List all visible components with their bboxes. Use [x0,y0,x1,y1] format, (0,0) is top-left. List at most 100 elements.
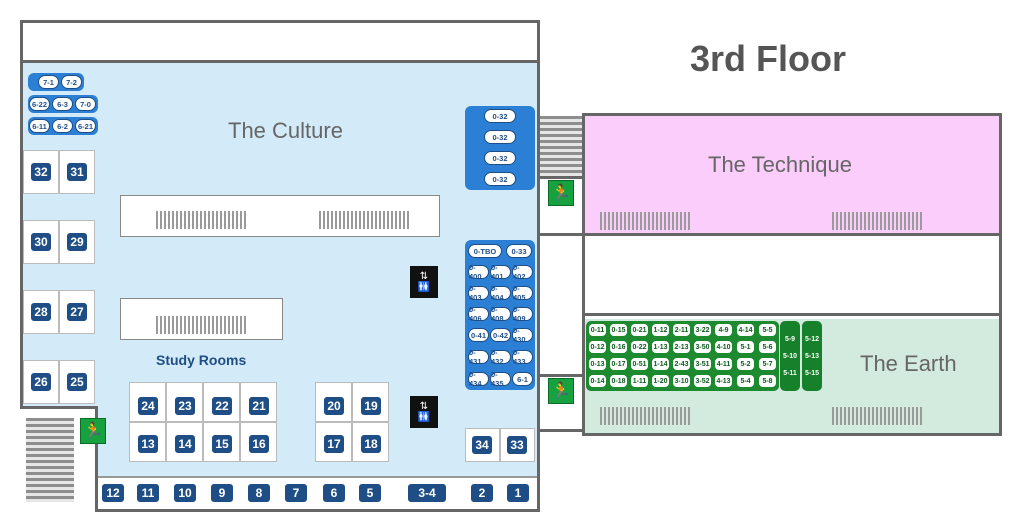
shelf-tag[interactable]: 6-3 [52,97,73,111]
earth-shelf-tag[interactable]: 5-5 [758,323,777,337]
earth-shelf-tag[interactable]: 5-1 [736,340,755,354]
earth-shelf-tag[interactable]: 0-11 [588,323,607,337]
earth-shelf-tag[interactable]: 3-52 [693,374,712,388]
study-room-tag[interactable]: 22 [211,396,233,416]
study-room-tag[interactable]: 34 [471,435,493,455]
earth-shelf-tag[interactable]: 1-14 [651,357,670,371]
shelf-tag[interactable]: 6-1 [512,372,533,386]
bottom-room-tag[interactable]: 9 [210,483,234,503]
earth-shelf-tag[interactable]: 0-21 [630,323,649,337]
earth-shelf-tag[interactable]: 4-14 [736,323,755,337]
earth-shelf-tag[interactable]: 5-6 [758,340,777,354]
earth-shelf-tag[interactable]: 2-13 [672,340,691,354]
room-tag[interactable]: 32 [30,162,52,182]
bottom-room-tag[interactable]: 3-4 [407,483,447,503]
earth-shelf-tag[interactable]: 3-51 [693,357,712,371]
earth-shelf-tag[interactable]: 5-4 [736,374,755,388]
earth-shelf-tag[interactable]: 4-9 [714,323,733,337]
study-room-tag[interactable]: 17 [323,434,345,454]
bottom-room-tag[interactable]: 1 [506,483,530,503]
shelf-tag[interactable]: 0-405 [512,284,533,302]
shelf-tag[interactable]: 0-403 [468,284,489,302]
bottom-room-tag[interactable]: 5 [358,483,382,503]
shelf-tag[interactable]: 6-22 [29,97,50,111]
shelf-tag[interactable]: 0-432 [490,348,511,366]
earth-shelf-tag[interactable]: 5-15 [803,366,821,380]
shelf-tag[interactable]: 7-0 [75,97,96,111]
earth-shelf-tag[interactable]: 3-50 [693,340,712,354]
earth-shelf-tag[interactable]: 4-13 [714,374,733,388]
earth-shelf-tag[interactable]: 1-20 [651,374,670,388]
shelf-tag[interactable]: 0-42 [490,328,511,342]
bottom-room-tag[interactable]: 8 [247,483,271,503]
earth-shelf-tag[interactable]: 1-11 [630,374,649,388]
shelf-tag[interactable]: 0-406 [468,305,489,323]
earth-shelf-tag[interactable]: 5-2 [736,357,755,371]
shelf-tag[interactable]: 0-409 [512,305,533,323]
shelf-tag[interactable]: 6-21 [75,119,96,133]
study-room-tag[interactable]: 23 [174,396,196,416]
bottom-room-tag[interactable]: 11 [136,483,160,503]
earth-shelf-tag[interactable]: 5-8 [758,374,777,388]
bottom-room-tag[interactable]: 2 [470,483,494,503]
shelf-tag[interactable]: 0-401 [490,263,511,281]
shelf-tag[interactable]: 0-32 [484,172,516,186]
shelf-tag[interactable]: 6-11 [29,119,50,133]
earth-shelf-tag[interactable]: 3-22 [693,323,712,337]
shelf-tag[interactable]: 0-433 [512,348,533,366]
earth-shelf-tag[interactable]: 2-11 [672,323,691,337]
study-room-tag[interactable]: 33 [506,435,528,455]
earth-shelf-tag[interactable]: 5-12 [803,332,821,346]
shelf-tag[interactable]: 0-41 [468,328,489,342]
earth-shelf-tag[interactable]: 0-22 [630,340,649,354]
study-room-tag[interactable]: 19 [360,396,382,416]
earth-shelf-tag[interactable]: 0-18 [609,374,628,388]
shelf-tag[interactable]: 6-2 [52,119,73,133]
earth-shelf-tag[interactable]: 5-10 [781,349,799,363]
bottom-room-tag[interactable]: 10 [173,483,197,503]
shelf-tag[interactable]: 0-404 [490,284,511,302]
earth-shelf-tag[interactable]: 0-16 [609,340,628,354]
earth-shelf-tag[interactable]: 5-13 [803,349,821,363]
earth-shelf-tag[interactable]: 5-7 [758,357,777,371]
earth-shelf-tag[interactable]: 0-13 [588,357,607,371]
room-tag[interactable]: 29 [66,232,88,252]
shelf-tag[interactable]: 0-400 [468,263,489,281]
bottom-room-tag[interactable]: 6 [322,483,346,503]
shelf-tag[interactable]: 0-32 [484,151,516,165]
shelf-tag[interactable]: 0-TBO [468,244,502,258]
bottom-room-tag[interactable]: 7 [284,483,308,503]
earth-shelf-tag[interactable]: 0-15 [609,323,628,337]
bottom-room-tag[interactable]: 12 [101,483,125,503]
culture-area[interactable] [23,62,537,476]
study-room-tag[interactable]: 13 [137,434,159,454]
room-tag[interactable]: 26 [30,372,52,392]
earth-shelf-tag[interactable]: 5-9 [781,332,799,346]
earth-shelf-tag[interactable]: 0-17 [609,357,628,371]
shelf-tag[interactable]: 0-402 [512,263,533,281]
shelf-tag[interactable]: 0-32 [484,130,516,144]
shelf-tag[interactable]: 0-33 [506,244,532,258]
room-tag[interactable]: 31 [66,162,88,182]
earth-shelf-tag[interactable]: 4-11 [714,357,733,371]
study-room-tag[interactable]: 20 [323,396,345,416]
shelf-tag[interactable]: 0-435 [490,370,511,388]
earth-shelf-tag[interactable]: 1-12 [651,323,670,337]
study-room-tag[interactable]: 18 [360,434,382,454]
earth-shelf-tag[interactable]: 0-12 [588,340,607,354]
earth-shelf-tag[interactable]: 4-10 [714,340,733,354]
shelf-tag[interactable]: 0-32 [484,109,516,123]
study-room-tag[interactable]: 21 [248,396,270,416]
earth-shelf-tag[interactable]: 5-11 [781,366,799,380]
shelf-tag[interactable]: 0-430 [512,326,533,344]
room-tag[interactable]: 30 [30,232,52,252]
study-room-tag[interactable]: 16 [248,434,270,454]
room-tag[interactable]: 28 [30,302,52,322]
shelf-tag[interactable]: 7-1 [38,75,59,89]
study-room-tag[interactable]: 24 [137,396,159,416]
earth-shelf-tag[interactable]: 1-13 [651,340,670,354]
study-room-tag[interactable]: 15 [211,434,233,454]
shelf-tag[interactable]: 0-431 [468,348,489,366]
shelf-tag[interactable]: 0-434 [468,370,489,388]
earth-shelf-tag[interactable]: 0-51 [630,357,649,371]
